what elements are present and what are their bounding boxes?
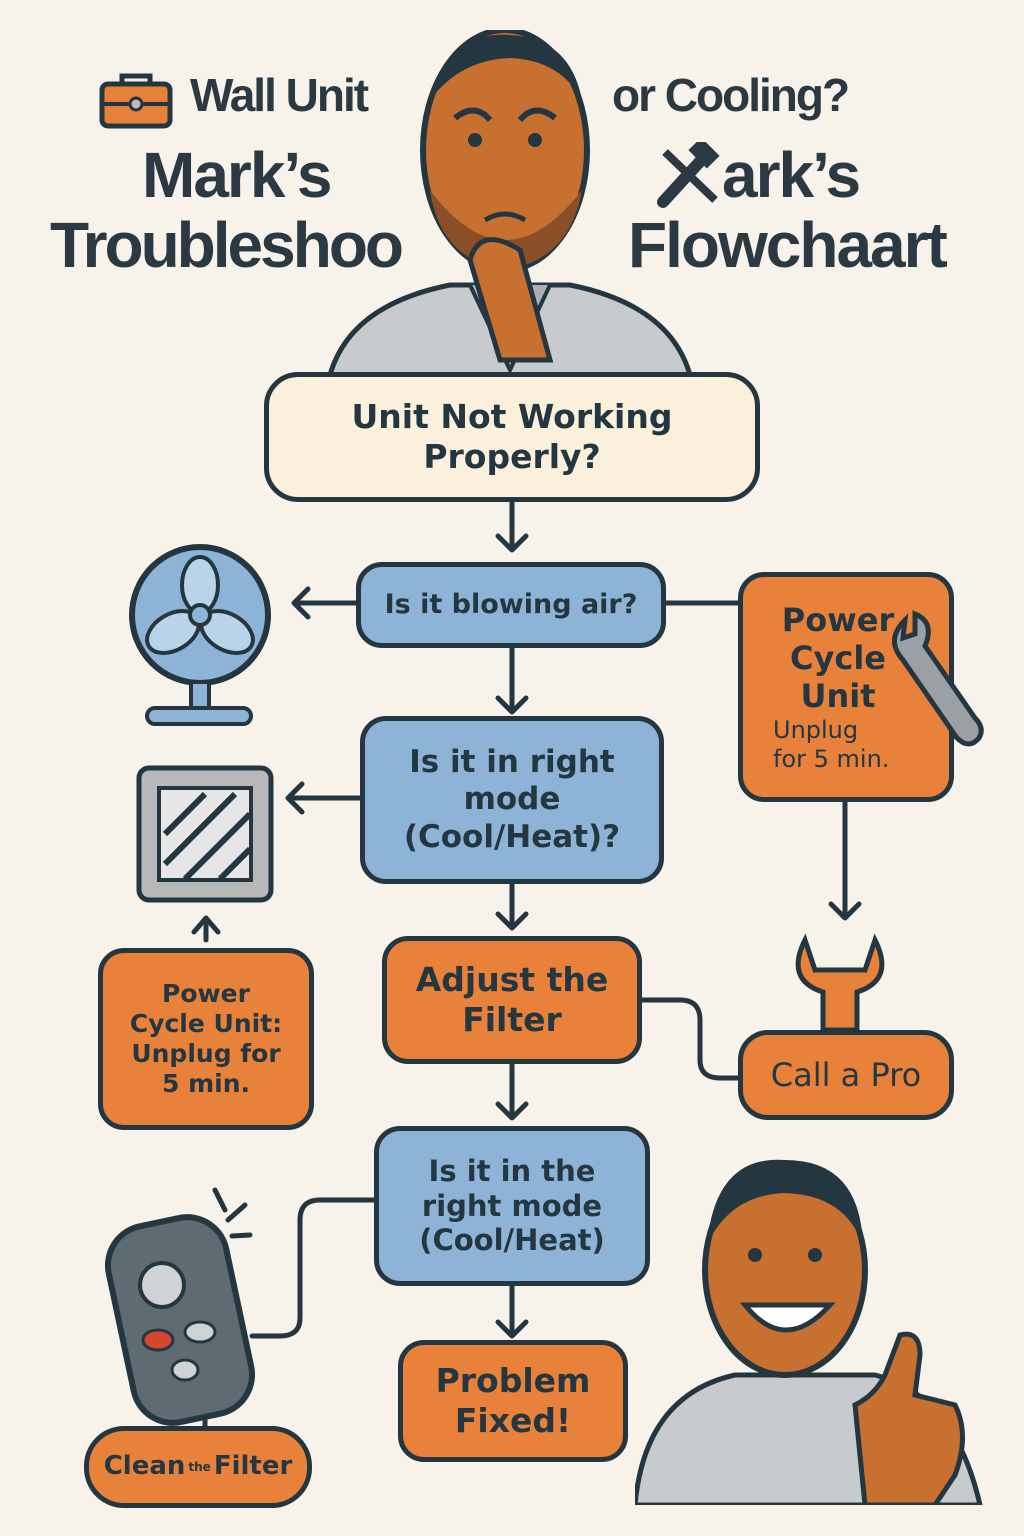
clean-label-a: Clean — [103, 1451, 186, 1482]
power-cycle-right-node: Power Cycle Unit Unplug for 5 min. — [738, 572, 954, 802]
power-cycle-title: Power Cycle Unit — [781, 600, 895, 716]
air-filter-icon — [136, 765, 274, 903]
decision-right-mode: Is it in right mode (Cool/Heat)? — [360, 716, 664, 884]
toolbox-icon — [99, 73, 173, 129]
action-adjust-filter: Adjust the Filter — [382, 936, 642, 1064]
start-node: Unit Not Working Properly? — [264, 372, 760, 502]
power-cycle-sub: Unplug for 5 min. — [773, 715, 890, 773]
fan-icon — [129, 544, 271, 726]
clean-label-b: Filter — [213, 1451, 293, 1482]
wrench-icon — [892, 610, 984, 747]
happy-man-thumbs-up-illustration — [635, 1159, 983, 1505]
title-line3-right: Flowchaart — [628, 209, 948, 281]
title-line1-left: Wall Unit — [190, 69, 369, 121]
title-line2-left: Mark’s — [142, 139, 332, 211]
title-line1-right: or Cooling? — [612, 69, 850, 121]
decision-blowing-air: Is it blowing air? — [356, 562, 666, 648]
action-call-pro: Call a Pro — [738, 1030, 954, 1120]
hammer-icon — [657, 142, 720, 208]
clean-label-small: the — [188, 1459, 211, 1474]
worried-man-illustration — [327, 30, 693, 375]
result-problem-fixed: Problem Fixed! — [398, 1340, 628, 1462]
remote-control-icon — [104, 1187, 256, 1426]
title-line2-right: ark’s — [722, 139, 861, 211]
title-line3-left: Troubleshoo — [50, 209, 404, 281]
action-power-cycle-left: Power Cycle Unit: Unplug for 5 min. — [98, 948, 314, 1130]
decision-right-mode-2: Is it in the right mode (Cool/Heat) — [374, 1126, 650, 1286]
pro-wrench-icon — [795, 933, 885, 1033]
